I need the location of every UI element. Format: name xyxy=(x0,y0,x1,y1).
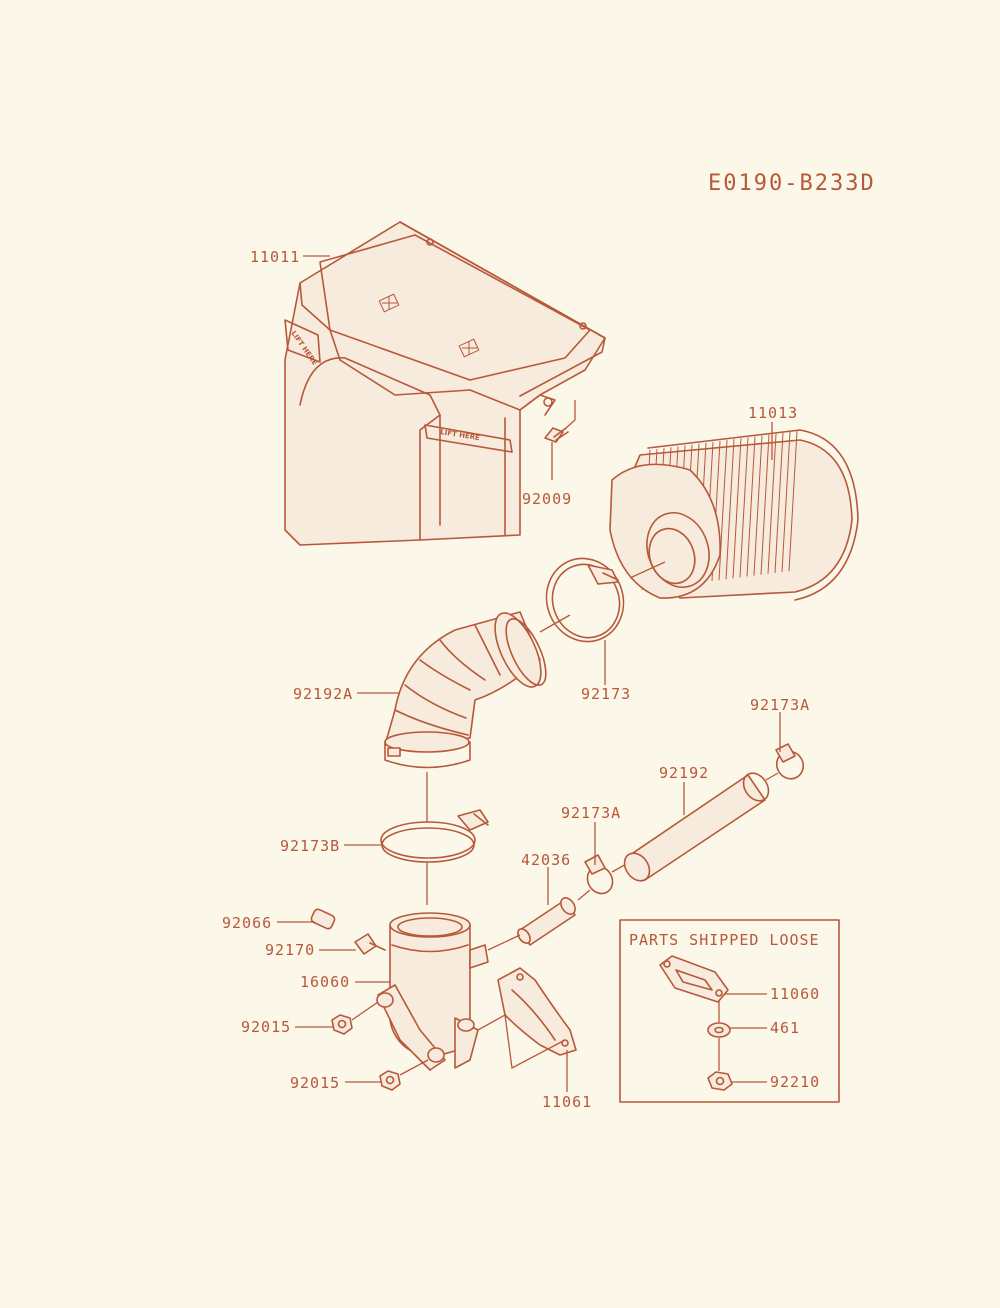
air-filter-element xyxy=(609,429,859,601)
part-label-92173a-mid: 92173A xyxy=(561,804,621,822)
breather-tube xyxy=(517,897,576,946)
air-cleaner-cover: LIFT HERE LIFT HERE xyxy=(284,221,606,546)
small-clamp-top xyxy=(775,743,805,780)
nut-lower xyxy=(379,1070,401,1091)
part-label-42036: 42036 xyxy=(521,851,571,869)
part-label-461: 461 xyxy=(770,1019,800,1037)
part-label-92015-lower: 92015 xyxy=(290,1074,340,1092)
part-label-11060: 11060 xyxy=(770,985,820,1003)
part-label-92170: 92170 xyxy=(265,941,315,959)
part-label-92173b: 92173B xyxy=(280,837,340,855)
part-label-92210: 92210 xyxy=(770,1073,820,1091)
part-label-92192a: 92192A xyxy=(293,685,353,703)
part-label-92173a-top: 92173A xyxy=(750,696,810,714)
parts-shipped-loose-box xyxy=(619,919,840,1103)
gasket xyxy=(497,967,577,1056)
inlet-pipe xyxy=(376,912,489,1071)
leader-lines xyxy=(277,255,781,1092)
part-label-11013: 11013 xyxy=(748,404,798,422)
part-label-92192: 92192 xyxy=(659,764,709,782)
part-label-16060: 16060 xyxy=(300,973,350,991)
fitting xyxy=(354,933,386,955)
part-label-92066: 92066 xyxy=(222,914,272,932)
part-label-11011: 11011 xyxy=(250,248,300,266)
intake-elbow-hose xyxy=(384,611,547,769)
nut-upper xyxy=(331,1014,353,1035)
plug xyxy=(310,908,336,930)
part-label-92173: 92173 xyxy=(581,685,631,703)
part-label-92009: 92009 xyxy=(522,490,572,508)
part-label-11061: 11061 xyxy=(542,1093,592,1111)
nut-92210 xyxy=(707,1071,733,1091)
diagram-code: E0190-B233D xyxy=(708,171,876,196)
hose-clamp-92173 xyxy=(545,557,625,643)
washer-461 xyxy=(707,1022,731,1038)
parts-shipped-loose-title: PARTS SHIPPED LOOSE xyxy=(629,931,820,949)
part-label-92015-upper: 92015 xyxy=(241,1018,291,1036)
gasket-11060 xyxy=(659,955,729,1003)
screw-92009 xyxy=(544,400,576,480)
breather-hose xyxy=(623,772,770,882)
hose-clamp-92173b xyxy=(380,809,489,863)
